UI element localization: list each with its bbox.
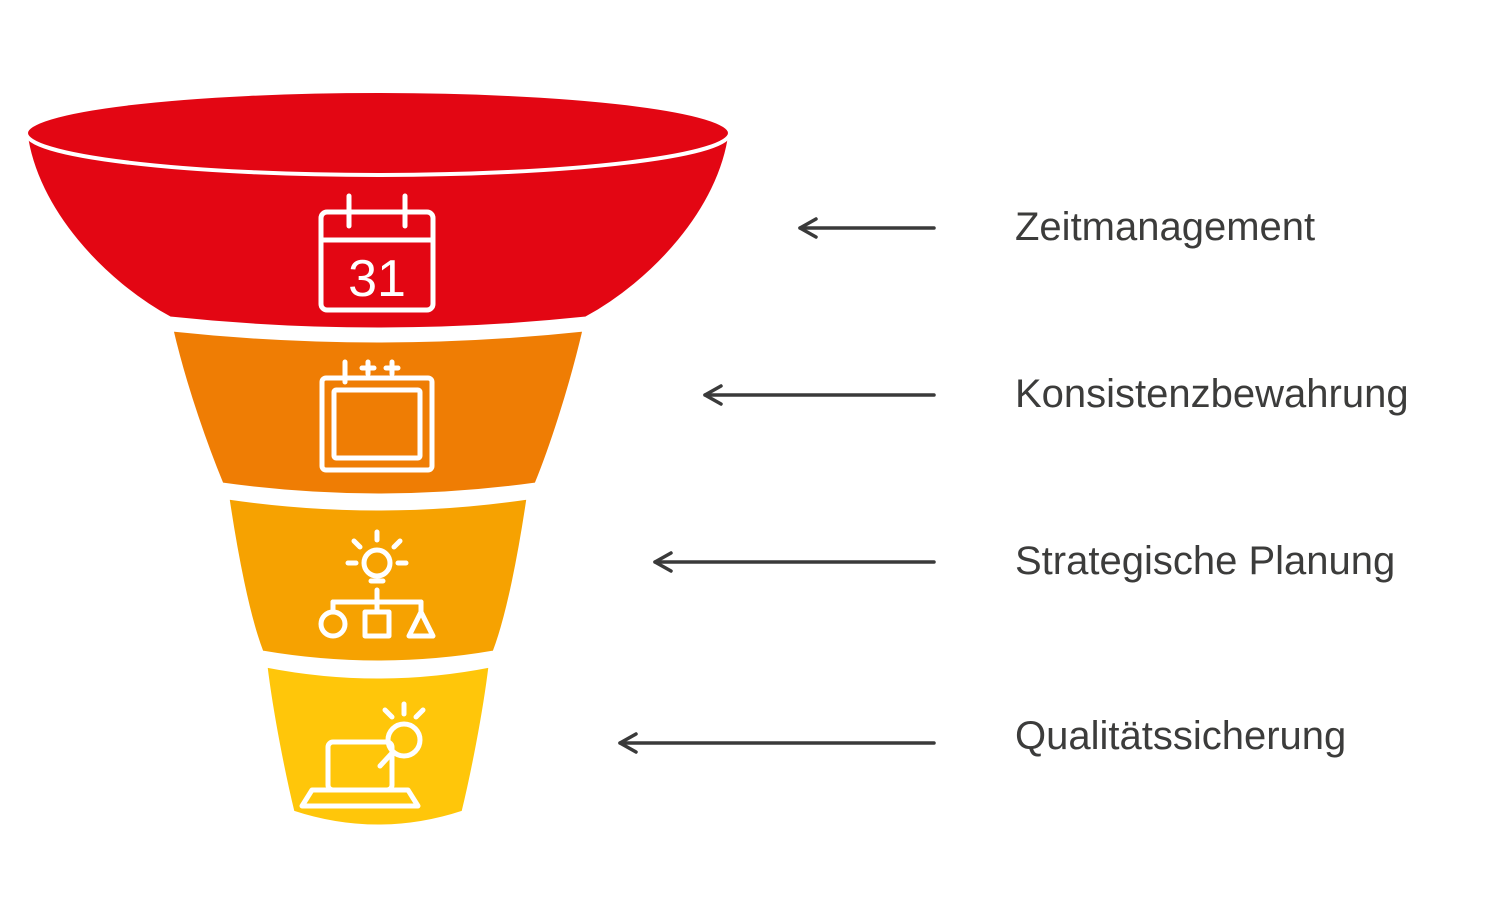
arrow-qualitaetssicherung <box>618 732 936 754</box>
funnel-graphic: 31 <box>24 89 732 828</box>
funnel-stage-konsistenzbewahrung <box>170 328 586 497</box>
laptop-search-icon <box>299 701 426 809</box>
stage-label-qualitaetssicherung: Qualitätssicherung <box>1015 714 1347 758</box>
arrow-strategische-planung <box>653 551 936 573</box>
planner-icon <box>319 359 435 473</box>
stage-label-konsistenzbewahrung: Konsistenzbewahrung <box>1015 372 1409 416</box>
strategy-flowchart-icon <box>318 529 436 639</box>
funnel-stage-qualitaetssicherung <box>264 664 492 828</box>
stage-label-zeitmanagement: Zeitmanagement <box>1015 205 1316 249</box>
arrow-konsistenzbewahrung <box>703 384 936 406</box>
calendar-day-number: 31 <box>348 250 406 308</box>
stage-label-strategische-planung: Strategische Planung <box>1015 539 1396 583</box>
arrow-zeitmanagement <box>798 217 936 239</box>
calendar-31-icon: 31 <box>318 193 436 313</box>
funnel-rim-outline <box>24 89 732 177</box>
